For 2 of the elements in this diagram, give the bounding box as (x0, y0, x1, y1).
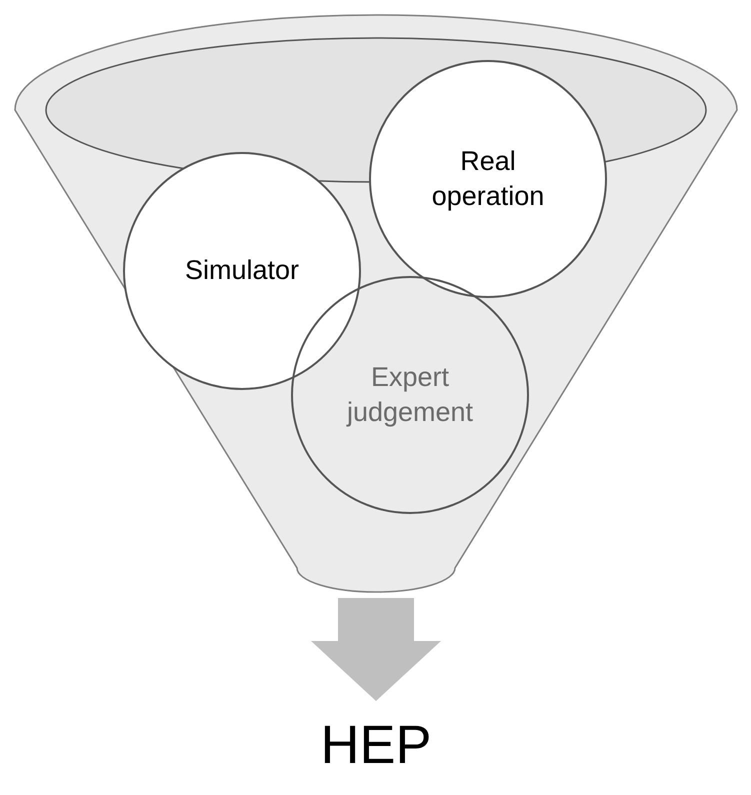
result-label: HEP (226, 705, 526, 785)
block-arrow (311, 598, 441, 701)
